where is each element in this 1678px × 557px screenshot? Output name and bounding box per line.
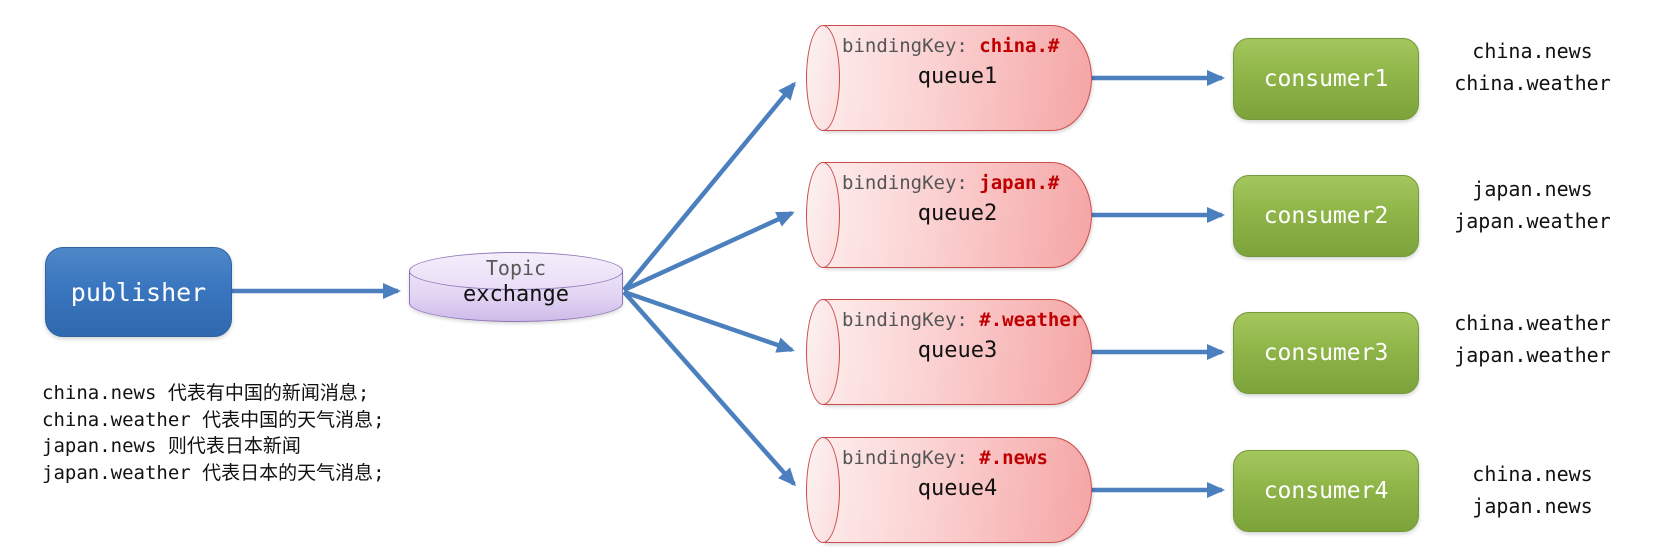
routing-key-legend: china.news 代表有中国的新闻消息; china.weather 代表中… (42, 380, 385, 486)
queue-node-queue4: bindingKey: #.news queue4 (806, 437, 1092, 543)
queue-cylinder-cap (806, 437, 840, 543)
exchange-node: Topic exchange (409, 252, 623, 322)
consumer-node-consumer3: consumer3 (1233, 312, 1419, 394)
queue-cylinder-body (823, 437, 1092, 543)
consumer-node-consumer2: consumer2 (1233, 175, 1419, 257)
binding-key-label: bindingKey: (842, 309, 968, 331)
consumer-node-consumer4: consumer4 (1233, 450, 1419, 532)
consumer3-received-messages: china.weather japan.weather (1425, 307, 1640, 371)
consumer1-received-messages: china.news china.weather (1425, 35, 1640, 99)
publisher-node: publisher (45, 247, 232, 337)
arrow-exchange-to-queue3 (623, 289, 795, 353)
note-line: japan.news 则代表日本新闻 (42, 435, 301, 457)
exchange-cylinder-top (409, 252, 623, 290)
queue-cylinder-cap (806, 299, 840, 405)
binding-key-value: #.news (979, 447, 1048, 469)
received-message: japan.news (1472, 177, 1593, 201)
received-message: china.news (1472, 39, 1593, 63)
note-line: china.news 代表有中国的新闻消息; (42, 382, 370, 404)
note-line: japan.weather 代表日本的天气消息; (42, 461, 385, 484)
consumer1-label: consumer1 (1263, 66, 1389, 92)
consumer2-label: consumer2 (1263, 203, 1389, 229)
consumer2-received-messages: japan.news japan.weather (1425, 173, 1640, 237)
queue3-binding: bindingKey: #.weather (842, 309, 1084, 331)
queue3-name: queue3 (917, 338, 998, 363)
queue-node-queue2: bindingKey: japan.# queue2 (806, 162, 1092, 268)
binding-key-value: china.# (979, 35, 1060, 57)
publisher-label: publisher (70, 277, 207, 307)
received-message: japan.weather (1454, 209, 1611, 233)
exchange-label: exchange (463, 282, 569, 307)
consumer3-label: consumer3 (1263, 340, 1389, 366)
arrow-exchange-to-queue2 (623, 210, 795, 293)
binding-key-label: bindingKey: (842, 172, 968, 194)
binding-key-label: bindingKey: (842, 447, 968, 469)
queue2-name: queue2 (917, 201, 998, 226)
arrow-exchange-to-queue4 (622, 290, 796, 487)
received-message: china.weather (1454, 71, 1611, 95)
consumer4-label: consumer4 (1263, 478, 1389, 504)
queue-node-queue3: bindingKey: #.weather queue3 (806, 299, 1092, 405)
arrow-exchange-to-queue1 (622, 81, 796, 292)
received-message: japan.weather (1454, 343, 1611, 367)
consumer4-received-messages: china.news japan.news (1425, 458, 1640, 522)
binding-key-value: #.weather (979, 309, 1083, 331)
queue-cylinder-cap (806, 162, 840, 268)
queue-cylinder-body (823, 299, 1092, 405)
queue1-name: queue1 (917, 64, 998, 89)
queue2-binding: bindingKey: japan.# (842, 172, 1084, 194)
queue4-binding: bindingKey: #.news (842, 447, 1084, 469)
note-line: china.weather 代表中国的天气消息; (42, 408, 385, 431)
queue-cylinder-cap (806, 25, 840, 131)
queue4-name: queue4 (917, 476, 998, 501)
received-message: japan.news (1472, 494, 1593, 518)
queue-node-queue1: bindingKey: china.# queue1 (806, 25, 1092, 131)
queue1-binding: bindingKey: china.# (842, 35, 1084, 57)
received-message: china.weather (1454, 311, 1611, 335)
exchange-type-label: Topic (485, 256, 547, 280)
received-message: china.news (1472, 462, 1593, 486)
queue-cylinder-body (823, 25, 1092, 131)
consumer-node-consumer1: consumer1 (1233, 38, 1419, 120)
binding-key-label: bindingKey: (842, 35, 968, 57)
binding-key-value: japan.# (979, 172, 1060, 194)
queue-cylinder-body (823, 162, 1092, 268)
